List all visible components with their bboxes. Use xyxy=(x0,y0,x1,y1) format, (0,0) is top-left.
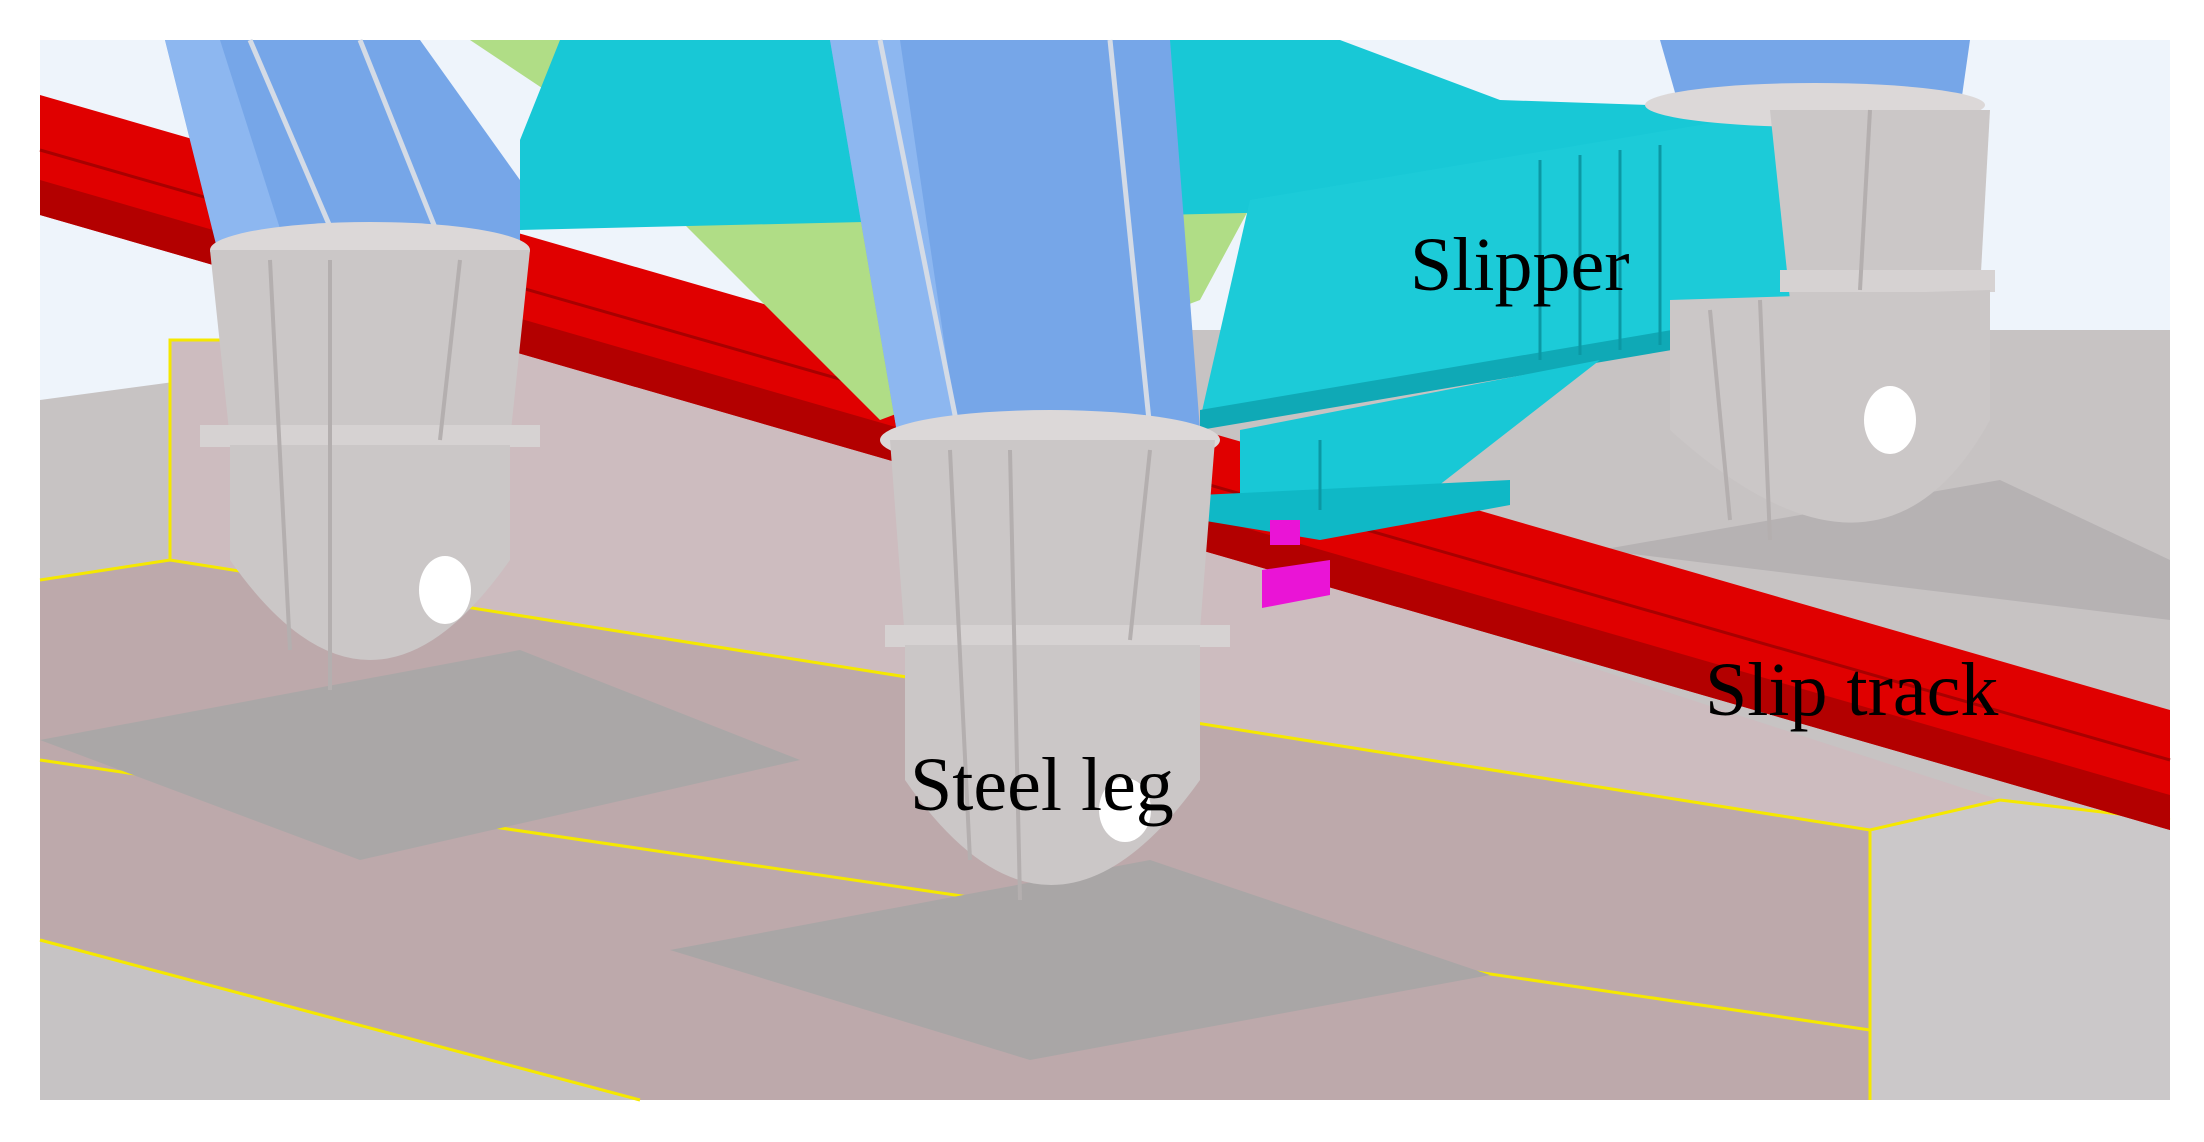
label-slipper: Slipper xyxy=(1410,223,1630,307)
steel-leg-left xyxy=(165,39,540,690)
bearing-plate-right xyxy=(1600,480,2170,620)
steel-leg-center xyxy=(830,39,1230,901)
slipper-lower-flange xyxy=(1200,310,1790,430)
label-slip-track: Slip track xyxy=(1705,648,1998,732)
connector-upper xyxy=(1270,520,1300,545)
slipper-web xyxy=(1240,360,1600,500)
label-steel-leg: Steel leg xyxy=(910,743,1174,827)
connector-lower xyxy=(1262,560,1330,608)
steel-leg-right xyxy=(1645,40,1995,541)
bearing-plate-left xyxy=(40,650,800,860)
concrete-block-right xyxy=(1870,800,2170,1100)
bearing-plate-center xyxy=(670,860,1490,1060)
slipper-stiffeners xyxy=(1318,145,1662,510)
